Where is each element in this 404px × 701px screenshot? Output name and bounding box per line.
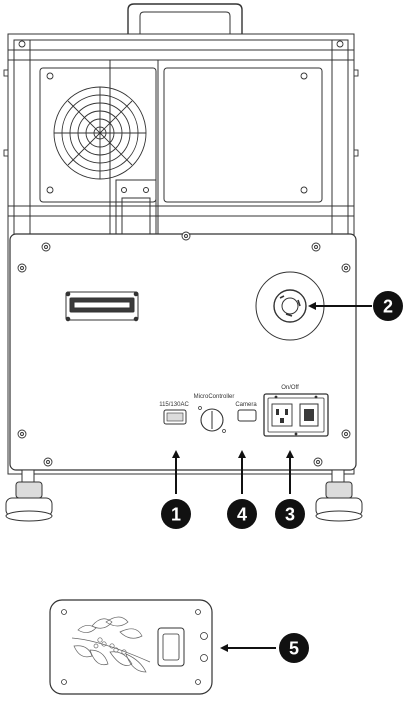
- power-switch-module: On/Off: [263, 385, 329, 437]
- microcontroller-knob: MicroController: [194, 394, 235, 433]
- camera-label: Camera: [235, 402, 257, 408]
- side-window: [163, 67, 323, 203]
- callout-badge-1: 1: [161, 499, 191, 529]
- callout-number: 3: [285, 505, 295, 525]
- power-input-label: 115/130AC: [159, 402, 189, 408]
- microcontroller-label: MicroController: [194, 394, 235, 400]
- callout-number: 5: [289, 639, 299, 659]
- callout-badge-5: 5: [279, 633, 309, 663]
- exhaust-slot: [65, 291, 139, 322]
- coffee-branch-icon: [71, 616, 151, 673]
- camera-port: Camera: [235, 402, 257, 422]
- frame-screws: [3, 40, 359, 194]
- etched-plate: [49, 599, 213, 695]
- callout-arrows: [172, 302, 372, 652]
- callout-number: 2: [383, 297, 393, 317]
- power-input-port: 115/130AC: [159, 402, 189, 425]
- carry-handle: [127, 3, 243, 38]
- fan-grille-icon: [53, 86, 147, 180]
- right-foot: [315, 469, 363, 522]
- callout-badge-4: 4: [227, 499, 257, 529]
- callout-badge-3: 3: [275, 499, 305, 529]
- on-off-label: On/Off: [281, 385, 299, 391]
- left-foot: [5, 469, 53, 522]
- fan-window: [39, 67, 157, 203]
- round-twist-lock-socket: [255, 271, 325, 341]
- callout-number: 4: [237, 505, 247, 525]
- callout-badge-2: 2: [373, 291, 403, 321]
- callout-number: 1: [171, 505, 181, 525]
